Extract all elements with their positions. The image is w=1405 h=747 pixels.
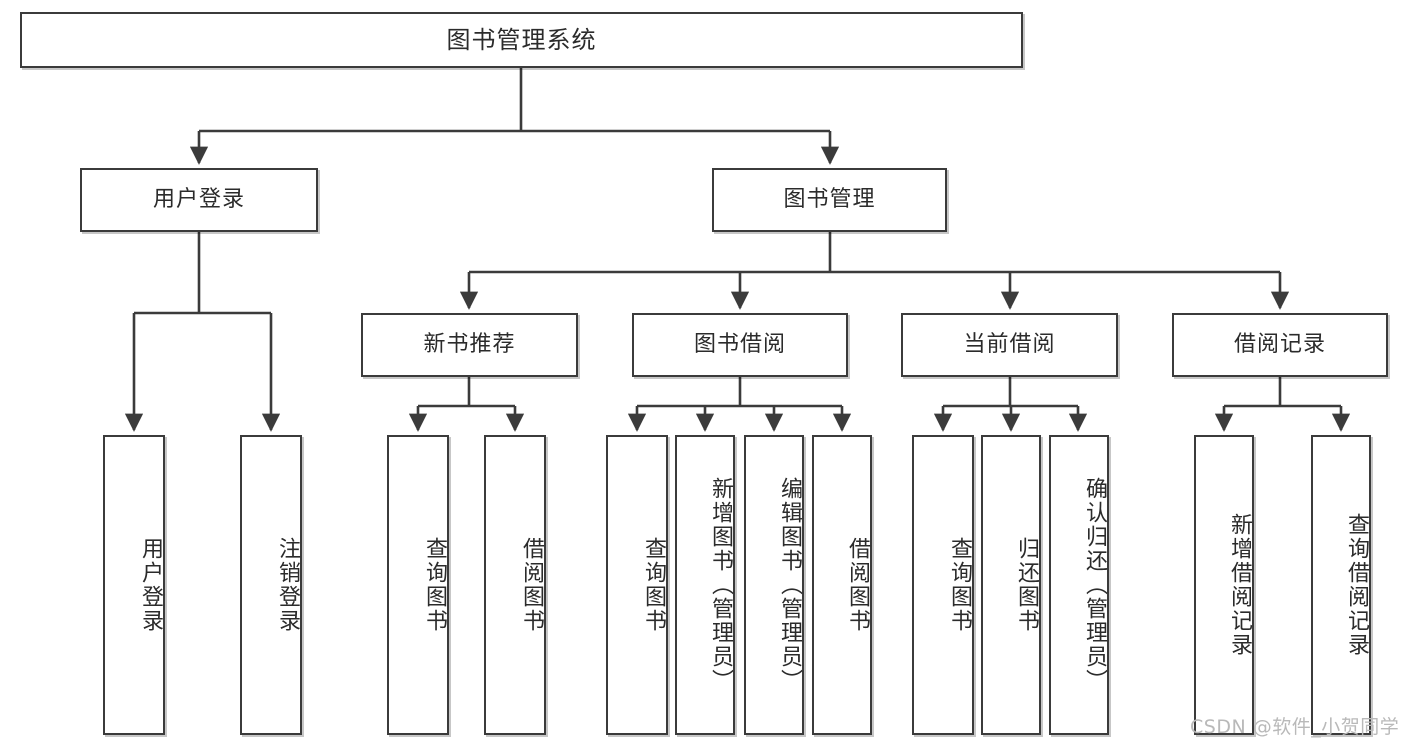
- node-leaf-add-borrow-record[interactable]: 新增借阅记录: [1194, 435, 1254, 735]
- node-new-book-recommendation[interactable]: 新书推荐: [361, 313, 578, 377]
- node-book-borrowing[interactable]: 图书借阅: [632, 313, 848, 377]
- node-label: 查询借阅记录: [1344, 513, 1369, 657]
- node-label: 图书管理: [783, 186, 876, 212]
- node-label: 新增借阅记录: [1227, 513, 1252, 657]
- node-label: 归还图书: [1014, 537, 1039, 633]
- node-label: 图书借阅: [693, 331, 786, 357]
- node-user-login[interactable]: 用户登录: [80, 168, 318, 232]
- node-label: 编辑图书（管理员）: [777, 477, 802, 693]
- node-leaf-query-borrow-record[interactable]: 查询借阅记录: [1311, 435, 1371, 735]
- node-book-management[interactable]: 图书管理: [712, 168, 947, 232]
- node-leaf-borrow-book[interactable]: 借阅图书: [812, 435, 872, 735]
- node-leaf-borrow-book-recommend[interactable]: 借阅图书: [484, 435, 546, 735]
- node-leaf-user-login[interactable]: 用户登录: [103, 435, 165, 735]
- node-label: 用户登录: [138, 537, 163, 633]
- node-leaf-query-book-current[interactable]: 查询图书: [912, 435, 974, 735]
- node-label: 借阅图书: [845, 537, 870, 633]
- node-label: 确认归还（管理员）: [1082, 477, 1107, 693]
- node-borrowing-record[interactable]: 借阅记录: [1172, 313, 1388, 377]
- node-leaf-add-book-admin[interactable]: 新增图书（管理员）: [675, 435, 735, 735]
- node-label: 新书推荐: [423, 331, 516, 357]
- node-root-book-management-system[interactable]: 图书管理系统: [20, 12, 1023, 68]
- node-leaf-query-book-recommend[interactable]: 查询图书: [387, 435, 449, 735]
- node-leaf-query-book-borrow[interactable]: 查询图书: [606, 435, 668, 735]
- node-label: 图书管理系统: [446, 25, 597, 54]
- node-leaf-user-logout[interactable]: 注销登录: [240, 435, 302, 735]
- node-leaf-edit-book-admin[interactable]: 编辑图书（管理员）: [744, 435, 804, 735]
- node-current-borrowing[interactable]: 当前借阅: [901, 313, 1118, 377]
- node-label: 用户登录: [152, 186, 245, 212]
- watermark-text: CSDN @软件_小贺同学: [1190, 716, 1400, 738]
- node-label: 查询图书: [641, 537, 666, 633]
- node-leaf-return-book[interactable]: 归还图书: [981, 435, 1041, 735]
- node-leaf-confirm-return-admin[interactable]: 确认归还（管理员）: [1049, 435, 1109, 735]
- node-label: 查询图书: [947, 537, 972, 633]
- node-label: 借阅图书: [519, 537, 544, 633]
- node-label: 当前借阅: [963, 331, 1056, 357]
- node-label: 注销登录: [275, 537, 300, 633]
- node-label: 查询图书: [422, 537, 447, 633]
- node-label: 借阅记录: [1233, 331, 1326, 357]
- node-label: 新增图书（管理员）: [708, 477, 733, 693]
